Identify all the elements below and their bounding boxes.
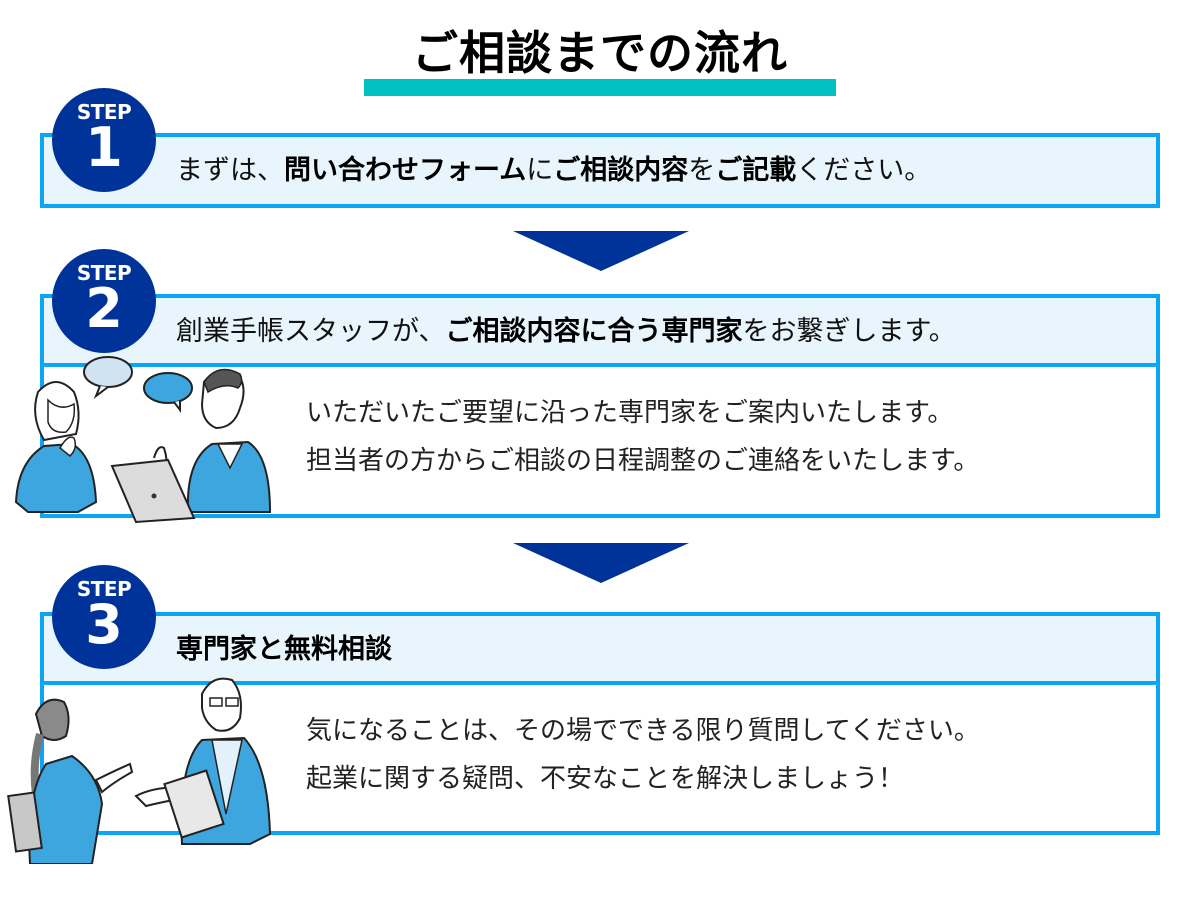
down-arrow-icon [513,543,689,583]
step-2-badge: STEP 2 [52,249,156,353]
heading-emphasis: ご相談内容に合う専門家 [445,316,743,347]
heading-text: に [526,155,554,186]
title-underline-bar [364,79,836,96]
step-badge-label: STEP [76,261,132,285]
down-arrow-icon [513,231,689,271]
step-badge-number: 2 [85,277,123,340]
step-2-body-text: いただいたご要望に沿った専門家をご案内いたします。 担当者の方からご相談の日程調… [306,389,979,485]
body-line: 気になることは、その場でできる限り質問してください。 [306,716,980,746]
step-2-header: 創業手帳スタッフが、ご相談内容に合う専門家をお繋ぎします。 [40,294,1160,367]
heading-text: を [688,155,716,186]
page-title: ご相談までの流れ [412,26,788,80]
step-3-badge: STEP 3 [52,565,156,669]
client-expert-meeting-illustration [7,677,272,864]
step-badge-number: 3 [85,593,123,656]
heading-text: 創業手帳スタッフが、 [176,316,446,347]
body-line: 担当者の方からご相談の日程調整のご連絡をいたします。 [306,446,980,476]
heading-text: まずは、 [176,155,284,186]
step-badge-label: STEP [76,100,132,124]
title-block: ご相談までの流れ [364,22,836,96]
heading-emphasis: ご記載 [715,155,797,186]
step-badge-number: 1 [85,116,123,179]
step-1-box: まずは、問い合わせフォームにご相談内容をご記載ください。 [40,133,1160,208]
step-1-badge: STEP 1 [52,88,156,192]
body-line: 起業に関する疑問、不安なことを解決しましょう！ [306,764,905,794]
heading-text: ください。 [796,155,932,186]
step-badge-label: STEP [76,577,132,601]
step-2-heading: 創業手帳スタッフが、ご相談内容に合う専門家をお繋ぎします。 [176,315,956,349]
heading-emphasis: ご相談内容 [553,155,689,186]
two-people-consulting-illustration [14,356,272,524]
step-3-header: 専門家と無料相談 [40,612,1160,685]
step-1-heading: まずは、問い合わせフォームにご相談内容をご記載ください。 [176,154,931,188]
body-line: いただいたご要望に沿った専門家をご案内いたします。 [306,398,954,428]
heading-emphasis: 専門家と無料相談 [176,634,392,665]
step-3-heading: 専門家と無料相談 [176,633,392,667]
heading-emphasis: 問い合わせフォーム [284,155,527,186]
heading-text: をお繋ぎします。 [742,316,956,347]
step-3-body-text: 気になることは、その場でできる限り質問してください。 起業に関する疑問、不安なこ… [306,707,980,803]
